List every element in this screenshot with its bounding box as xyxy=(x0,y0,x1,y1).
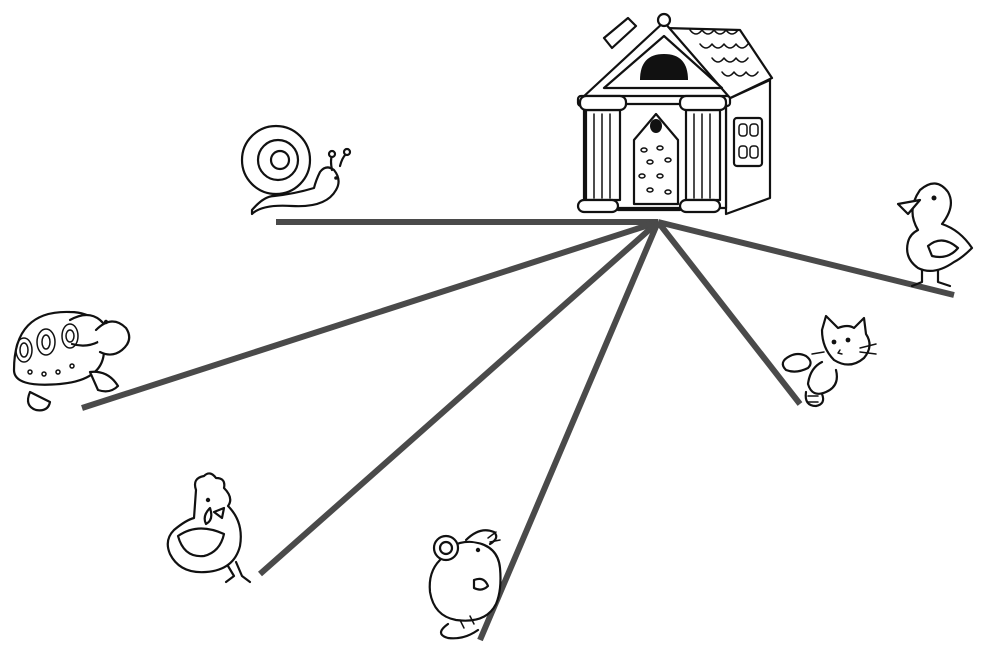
house-columns xyxy=(578,94,728,202)
snail-icon xyxy=(240,124,352,216)
path-to-cat xyxy=(655,220,803,406)
path-to-duck xyxy=(657,219,955,298)
house-icon xyxy=(576,12,774,216)
path-to-hen xyxy=(258,219,660,577)
duck-icon xyxy=(896,182,974,288)
hen-icon xyxy=(166,472,252,584)
turtle-icon xyxy=(12,310,131,412)
mouse-icon xyxy=(428,529,502,640)
cat-icon xyxy=(781,314,877,408)
path-to-mouse xyxy=(477,220,661,642)
path-to-turtle xyxy=(81,219,659,411)
path-lines xyxy=(81,219,955,642)
